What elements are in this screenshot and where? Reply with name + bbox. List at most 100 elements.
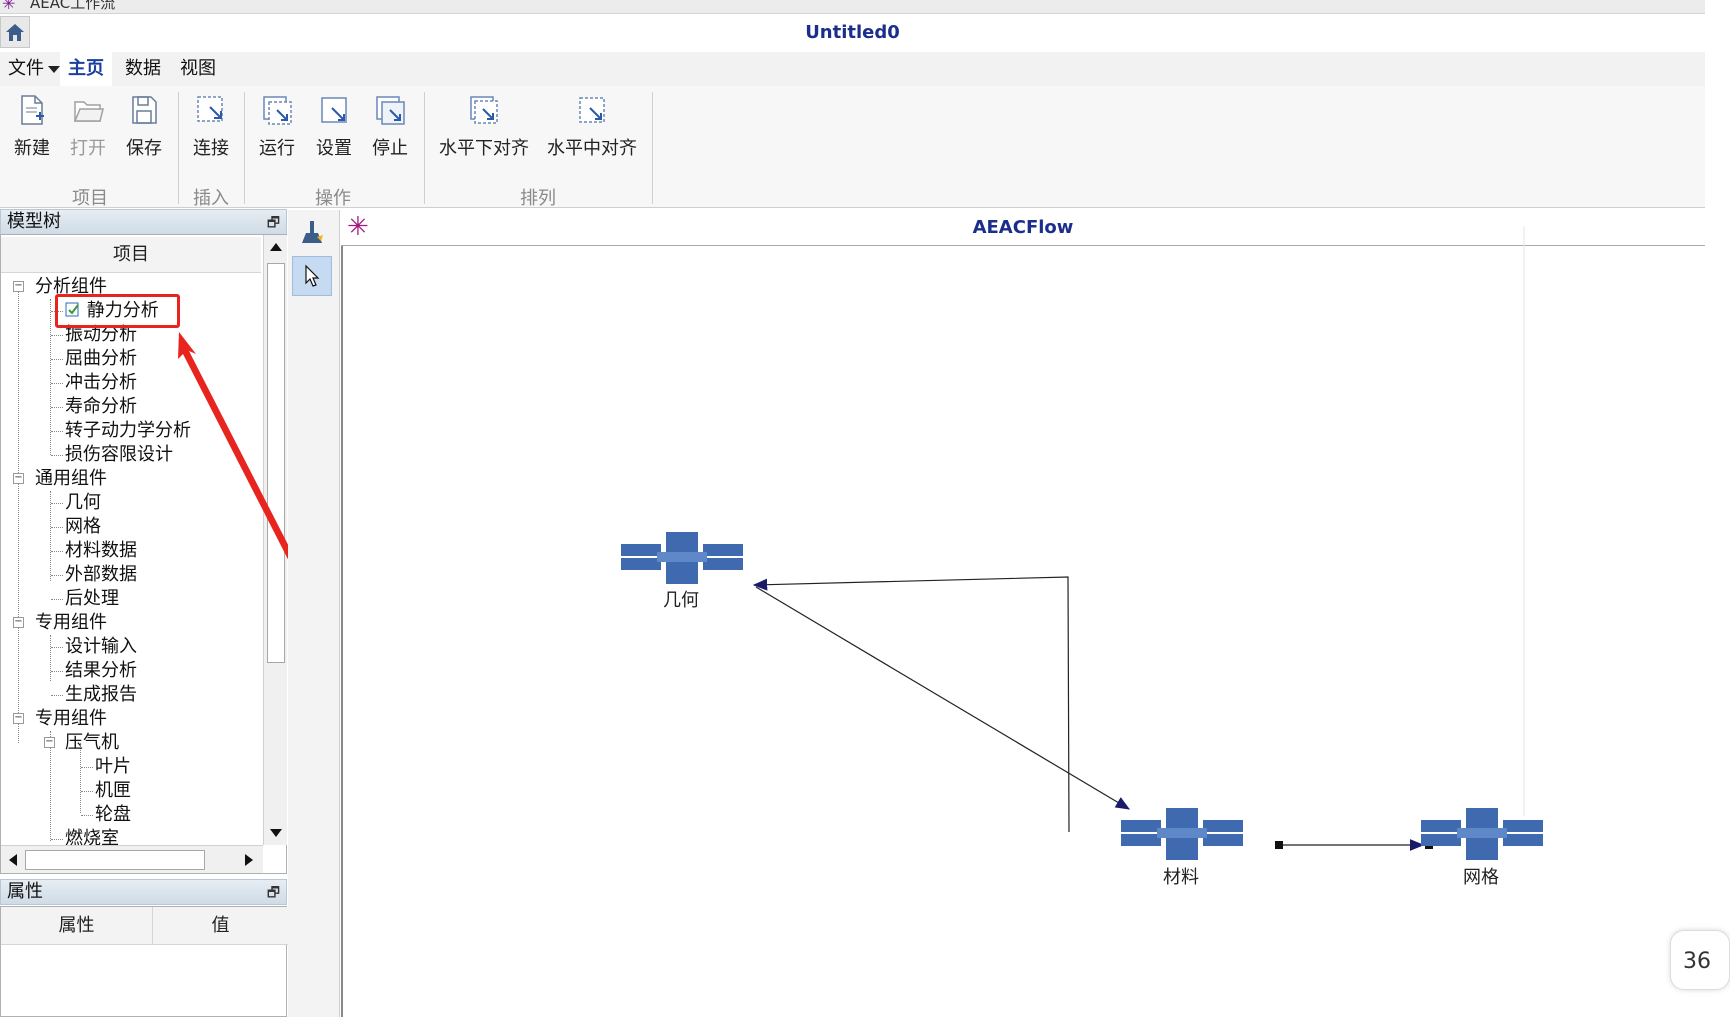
tree-item[interactable]: 燃烧室 (65, 828, 119, 849)
tree-guide-line (18, 287, 19, 743)
scroll-down-icon[interactable] (270, 829, 282, 837)
stop-button[interactable]: 停止 (360, 90, 420, 164)
group-insert-label: 插入 (193, 188, 229, 209)
tree-group-general[interactable]: 通用组件 (35, 468, 107, 489)
port-output[interactable] (1275, 841, 1283, 849)
tree-item[interactable]: 轮盘 (95, 804, 131, 825)
tree-item[interactable]: 叶片 (95, 756, 131, 777)
run-button[interactable]: 运行 (247, 90, 307, 164)
menu-file[interactable]: 文件 (0, 52, 68, 86)
properties-header: 属性 🗗 (0, 879, 287, 905)
aeac-logo-icon: ✳ (347, 212, 369, 242)
tree-branch (51, 503, 63, 504)
tree-collapse-toggle[interactable]: − (13, 712, 24, 724)
new-label: 新建 (14, 138, 50, 159)
material-node-label[interactable]: 材料 (1163, 867, 1199, 888)
home-icon (6, 24, 24, 41)
tree-group-analysis[interactable]: 分析组件 (35, 276, 107, 297)
save-button[interactable]: 保存 (114, 90, 174, 164)
home-button[interactable] (0, 16, 30, 48)
tree-item[interactable]: 几何 (65, 492, 101, 513)
folder-open-icon (73, 101, 104, 122)
tree-guide-line (50, 731, 51, 841)
align-center-icon (579, 97, 605, 123)
open-label: 打开 (70, 138, 106, 159)
tree-item[interactable]: 屈曲分析 (65, 348, 137, 369)
workflow-canvas[interactable]: 几何 材料 网格 (341, 226, 1705, 1017)
workflow-connections (621, 226, 1543, 860)
tree-collapse-toggle[interactable]: − (44, 736, 55, 748)
tree-subgroup-compressor[interactable]: 压气机 (65, 732, 119, 753)
broom-icon (302, 221, 323, 243)
properties-panel: 属性 值 (0, 906, 288, 1017)
clear-tool-button[interactable] (292, 214, 332, 254)
tree-item[interactable]: 材料数据 (65, 540, 137, 561)
tree-column-header[interactable]: 项目 (1, 237, 261, 273)
scroll-right-icon[interactable] (245, 854, 253, 866)
connector-material-geometry[interactable] (752, 576, 1070, 833)
settings-icon (321, 97, 347, 123)
align-center-label: 水平中对齐 (547, 138, 637, 159)
model-tree-header: 模型树 🗗 (0, 209, 287, 235)
tree-branch (81, 767, 93, 768)
tree-horizontal-scrollbar[interactable] (1, 845, 263, 873)
tree-collapse-toggle[interactable]: − (13, 616, 24, 628)
scrollbar-thumb[interactable] (25, 850, 205, 870)
tree-item[interactable]: 寿命分析 (65, 396, 137, 417)
restore-window-icon[interactable]: 🗗 (266, 215, 280, 231)
geometry-node-label[interactable]: 几何 (663, 590, 699, 611)
open-button[interactable]: 打开 (58, 90, 118, 164)
scroll-left-icon[interactable] (9, 854, 17, 866)
mesh-node-label[interactable]: 网格 (1463, 867, 1499, 888)
tree-item[interactable]: 结果分析 (65, 660, 137, 681)
settings-button[interactable]: 设置 (304, 90, 364, 164)
tree-branch (51, 671, 63, 672)
connector-geometry-material[interactable] (755, 586, 1131, 810)
menu-home[interactable]: 主页 (60, 52, 112, 86)
tree-item[interactable]: 振动分析 (65, 324, 137, 345)
tree-group-special[interactable]: 专用组件 (35, 612, 107, 633)
tree-item[interactable]: 冲击分析 (65, 372, 137, 393)
menu-view[interactable]: 视图 (180, 58, 216, 79)
align-center-button[interactable]: 水平中对齐 (544, 90, 640, 164)
tree-item[interactable]: 设计输入 (65, 636, 137, 657)
column-property[interactable]: 属性 (1, 907, 153, 945)
tree-collapse-toggle[interactable]: − (13, 280, 24, 292)
run-label: 运行 (259, 138, 295, 159)
new-button[interactable]: 新建 (2, 90, 62, 164)
tree-item[interactable]: 后处理 (65, 588, 119, 609)
menu-data[interactable]: 数据 (125, 58, 161, 79)
tree-group-special-2[interactable]: 专用组件 (35, 708, 107, 729)
connect-button[interactable]: 连接 (181, 90, 241, 164)
cursor-icon (305, 264, 320, 287)
canvas-title: AEACFlow (972, 217, 1074, 238)
tree-item-static-analysis[interactable]: 静力分析 (65, 299, 159, 323)
tree-item[interactable]: 损伤容限设计 (65, 444, 173, 465)
chevron-down-icon (48, 65, 60, 73)
tree-branch (51, 431, 63, 432)
tree-branch (51, 455, 63, 456)
mesh-node-icon[interactable] (1421, 808, 1543, 860)
tree-item[interactable]: 外部数据 (65, 564, 137, 585)
tree-item[interactable]: 网格 (65, 516, 101, 537)
tree-item[interactable]: 转子动力学分析 (65, 420, 191, 441)
ribbon-separator (178, 92, 179, 204)
tree-branch (81, 815, 93, 816)
geometry-node-icon[interactable] (621, 532, 743, 584)
align-bottom-button[interactable]: 水平下对齐 (436, 90, 532, 164)
tree-vertical-scrollbar[interactable] (263, 235, 287, 845)
static-analysis-icon (65, 302, 79, 317)
pointer-tool-button[interactable] (292, 256, 332, 296)
scrollbar-thumb[interactable] (267, 263, 285, 663)
material-node-icon[interactable] (1121, 808, 1243, 860)
document-title: Untitled0 (805, 22, 900, 43)
tree-collapse-toggle[interactable]: − (13, 472, 24, 484)
tree-item[interactable]: 机匣 (95, 780, 131, 801)
column-value[interactable]: 值 (211, 915, 230, 936)
restore-window-icon[interactable]: 🗗 (266, 885, 280, 901)
floating-badge[interactable]: 36 (1670, 930, 1730, 990)
tree-item[interactable]: 生成报告 (65, 684, 137, 705)
stop-icon (376, 96, 405, 125)
scroll-up-icon[interactable] (270, 243, 282, 251)
